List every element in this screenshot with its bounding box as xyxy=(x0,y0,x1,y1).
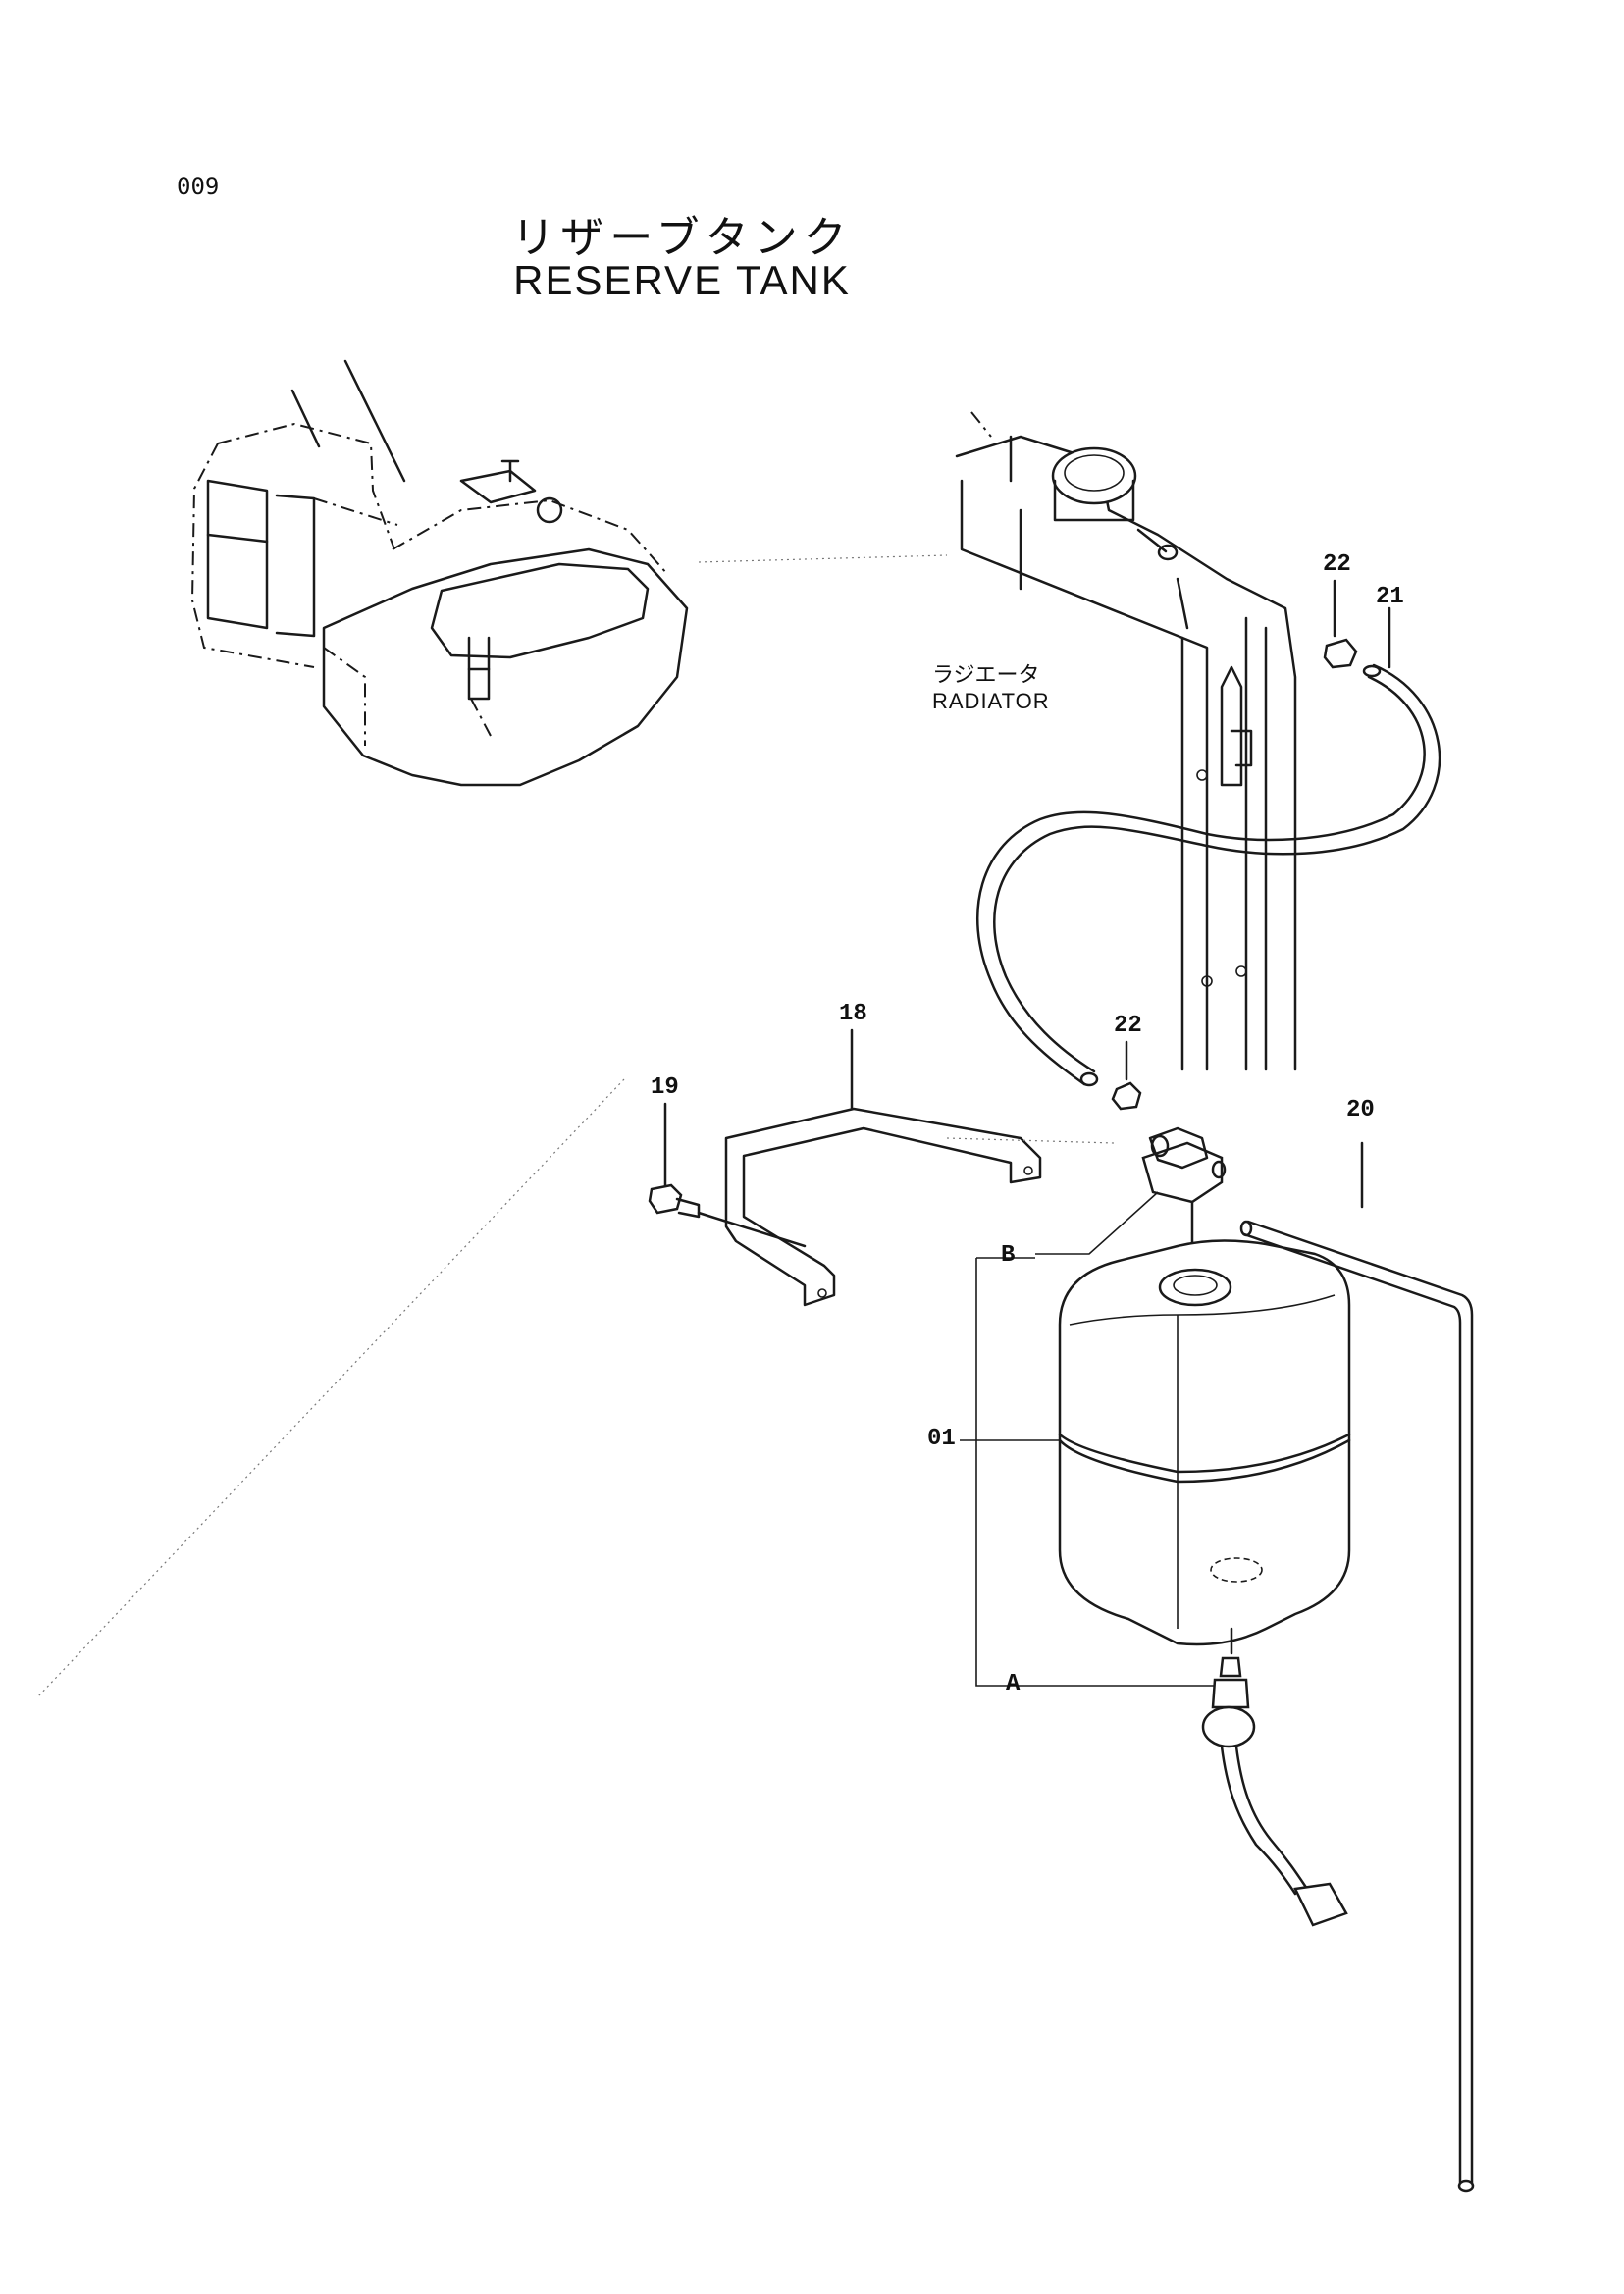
radiator xyxy=(955,411,1297,1071)
radiator-label-ja: ラジエータ xyxy=(932,663,1040,688)
radiator-label-en: RADIATOR xyxy=(932,689,1050,713)
reserve-tank-01 xyxy=(960,1239,1351,1646)
overflow-hose-20 xyxy=(1239,1141,1475,2193)
bolt-19 xyxy=(36,1078,807,1698)
clip-22-lower xyxy=(1111,1040,1142,1111)
callout-18: 18 xyxy=(839,1001,867,1027)
callout-20: 20 xyxy=(1346,1097,1375,1123)
radiator-hose-21 xyxy=(976,606,1441,1087)
title-japanese: リザーブタンク xyxy=(511,213,853,263)
level-sensor-a xyxy=(999,1627,1348,1927)
callout-22-upper: 22 xyxy=(1323,551,1351,578)
callout-01: 01 xyxy=(927,1426,956,1452)
leader-a-b xyxy=(975,1258,999,1687)
callout-22-lower: 22 xyxy=(1114,1013,1142,1039)
clip-22-upper xyxy=(1323,579,1358,669)
callout-a: A xyxy=(1006,1671,1021,1697)
page-number: 009 xyxy=(177,173,220,200)
callout-b: B xyxy=(1001,1242,1016,1269)
title-english: RESERVE TANK xyxy=(513,257,851,303)
excavator-overview xyxy=(190,359,689,787)
bracket-18 xyxy=(724,1028,1115,1307)
callout-19: 19 xyxy=(651,1074,679,1101)
callout-21: 21 xyxy=(1376,584,1404,610)
